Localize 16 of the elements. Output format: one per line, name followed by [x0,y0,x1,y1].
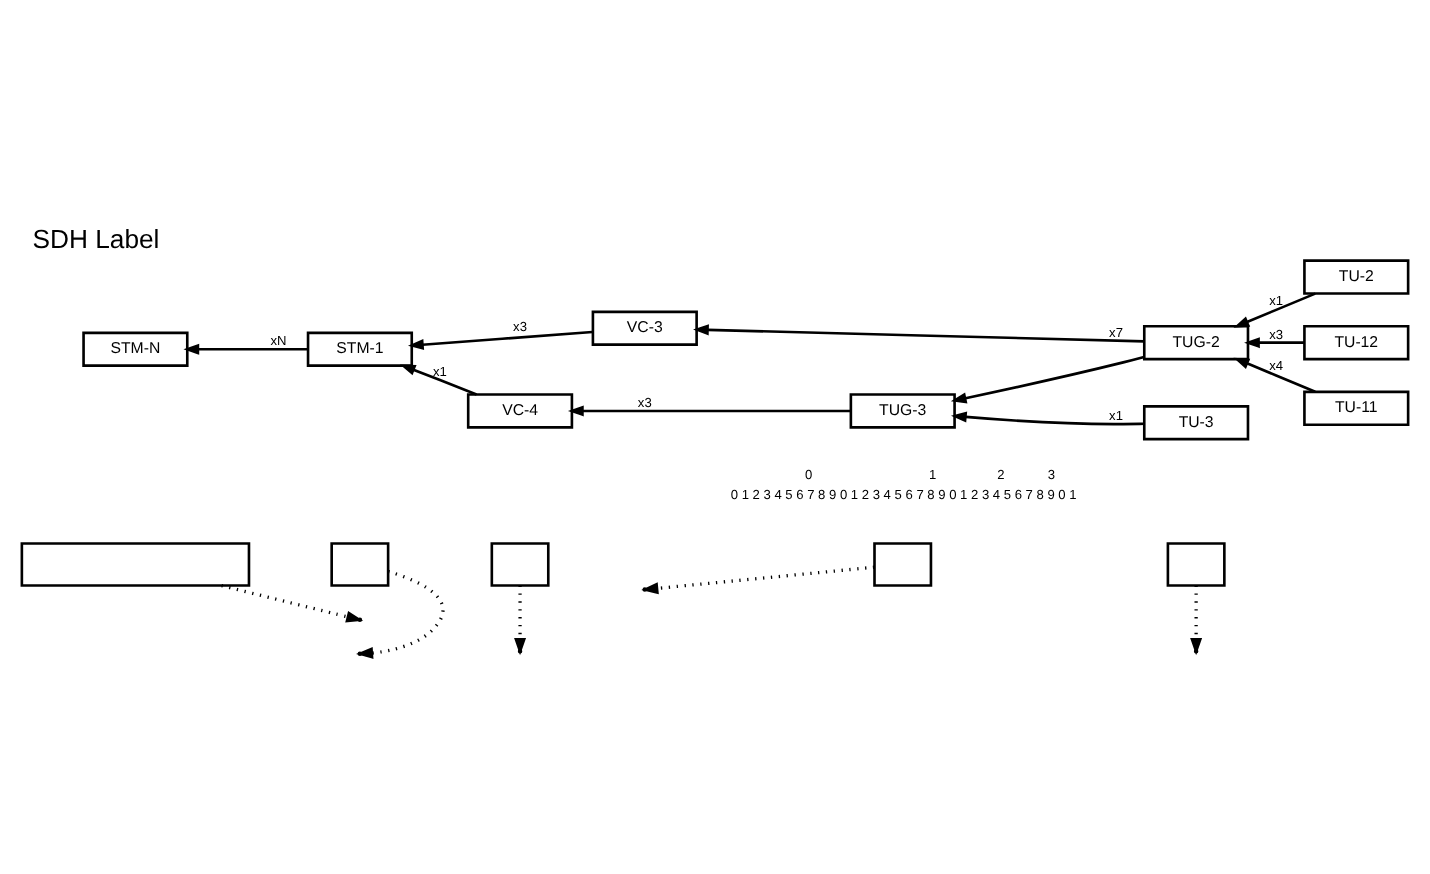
node-box [20,541,251,586]
arrow [399,363,477,395]
node-box [1166,541,1226,586]
arrow [950,354,1145,403]
arrow [1233,291,1316,327]
arrow [693,323,1145,342]
node-box [873,541,933,586]
diagram-title: SDH Label [32,222,160,253]
node-box [330,541,390,586]
arrow [950,410,1145,425]
arrow [1233,356,1316,392]
arrow [567,404,851,416]
node-box [490,541,550,586]
arrow [183,342,308,354]
arrow [1244,336,1305,348]
arrow [407,329,593,350]
